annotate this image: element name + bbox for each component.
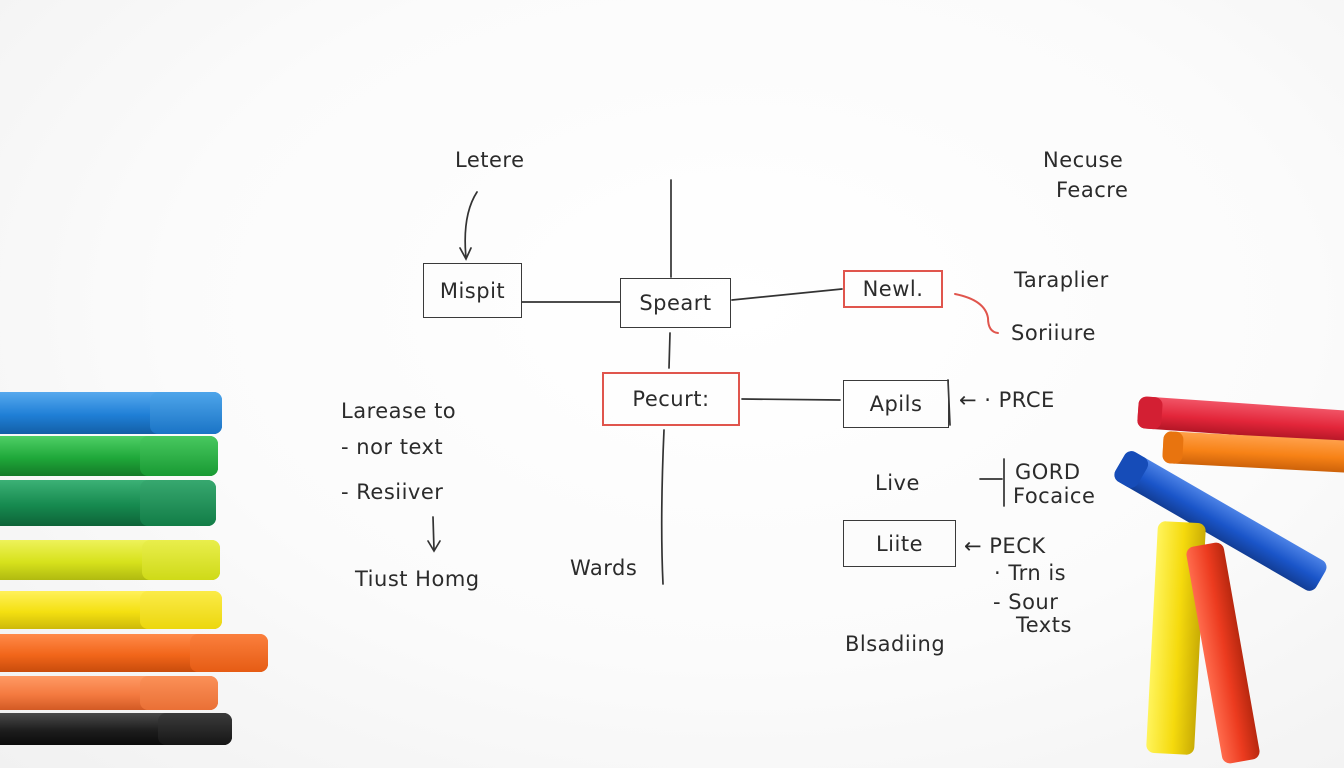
note-necuse: Necuse [1043,148,1124,172]
lime-marker [0,540,220,580]
note-gord: GORD [1015,460,1081,484]
note-focaice: Focaice [1013,484,1096,508]
box-apils: Apils [843,380,949,428]
arrowhead-letere [459,247,472,261]
note-texts: Texts [1016,613,1072,637]
note-prce: ← · PRCE [959,388,1055,412]
note-sour: - Sour [993,590,1059,614]
line-speart-pecurt [668,332,671,369]
orange-marker [0,634,268,672]
black-marker [0,713,232,745]
note-letere: Letere [455,148,525,172]
note-feacre: Feacre [1056,178,1129,202]
box-mispit: Mispit [423,263,522,318]
green-marker [0,436,218,476]
note-tiust-homg: Tiust Homg [355,567,480,591]
line-wards-vertical [660,429,665,585]
note-nor-text: - nor text [341,435,444,459]
box-newl: Newl. [843,270,943,308]
red-squiggle [954,293,999,334]
note-trn-is: · Trn is [994,561,1067,585]
arrow-letere [464,191,478,259]
note-larease: Larease to [341,399,457,423]
line-pecurt-apils [741,398,841,401]
arrowhead-resiiver [427,540,441,553]
yellow-marker [0,591,222,629]
note-resiiver: - Resiiver [341,480,444,504]
box-pecurt: Pecurt: [602,372,740,426]
note-taraplier: Taraplier [1014,268,1109,292]
box-speart: Speart [620,278,731,328]
note-peck: ← PECK [964,534,1046,558]
arrow-resiiver [432,516,435,551]
note-wards: Wards [570,556,638,580]
note-live: Live [875,471,920,495]
box-liite: Liite [843,520,956,567]
light-orange-marker [0,676,218,710]
teal-marker [0,480,216,526]
note-blsadiing: Blsadiing [845,632,946,656]
blue-marker [0,392,222,434]
line-speart-newl [731,288,843,301]
note-soriiure: Soriiure [1011,321,1096,345]
